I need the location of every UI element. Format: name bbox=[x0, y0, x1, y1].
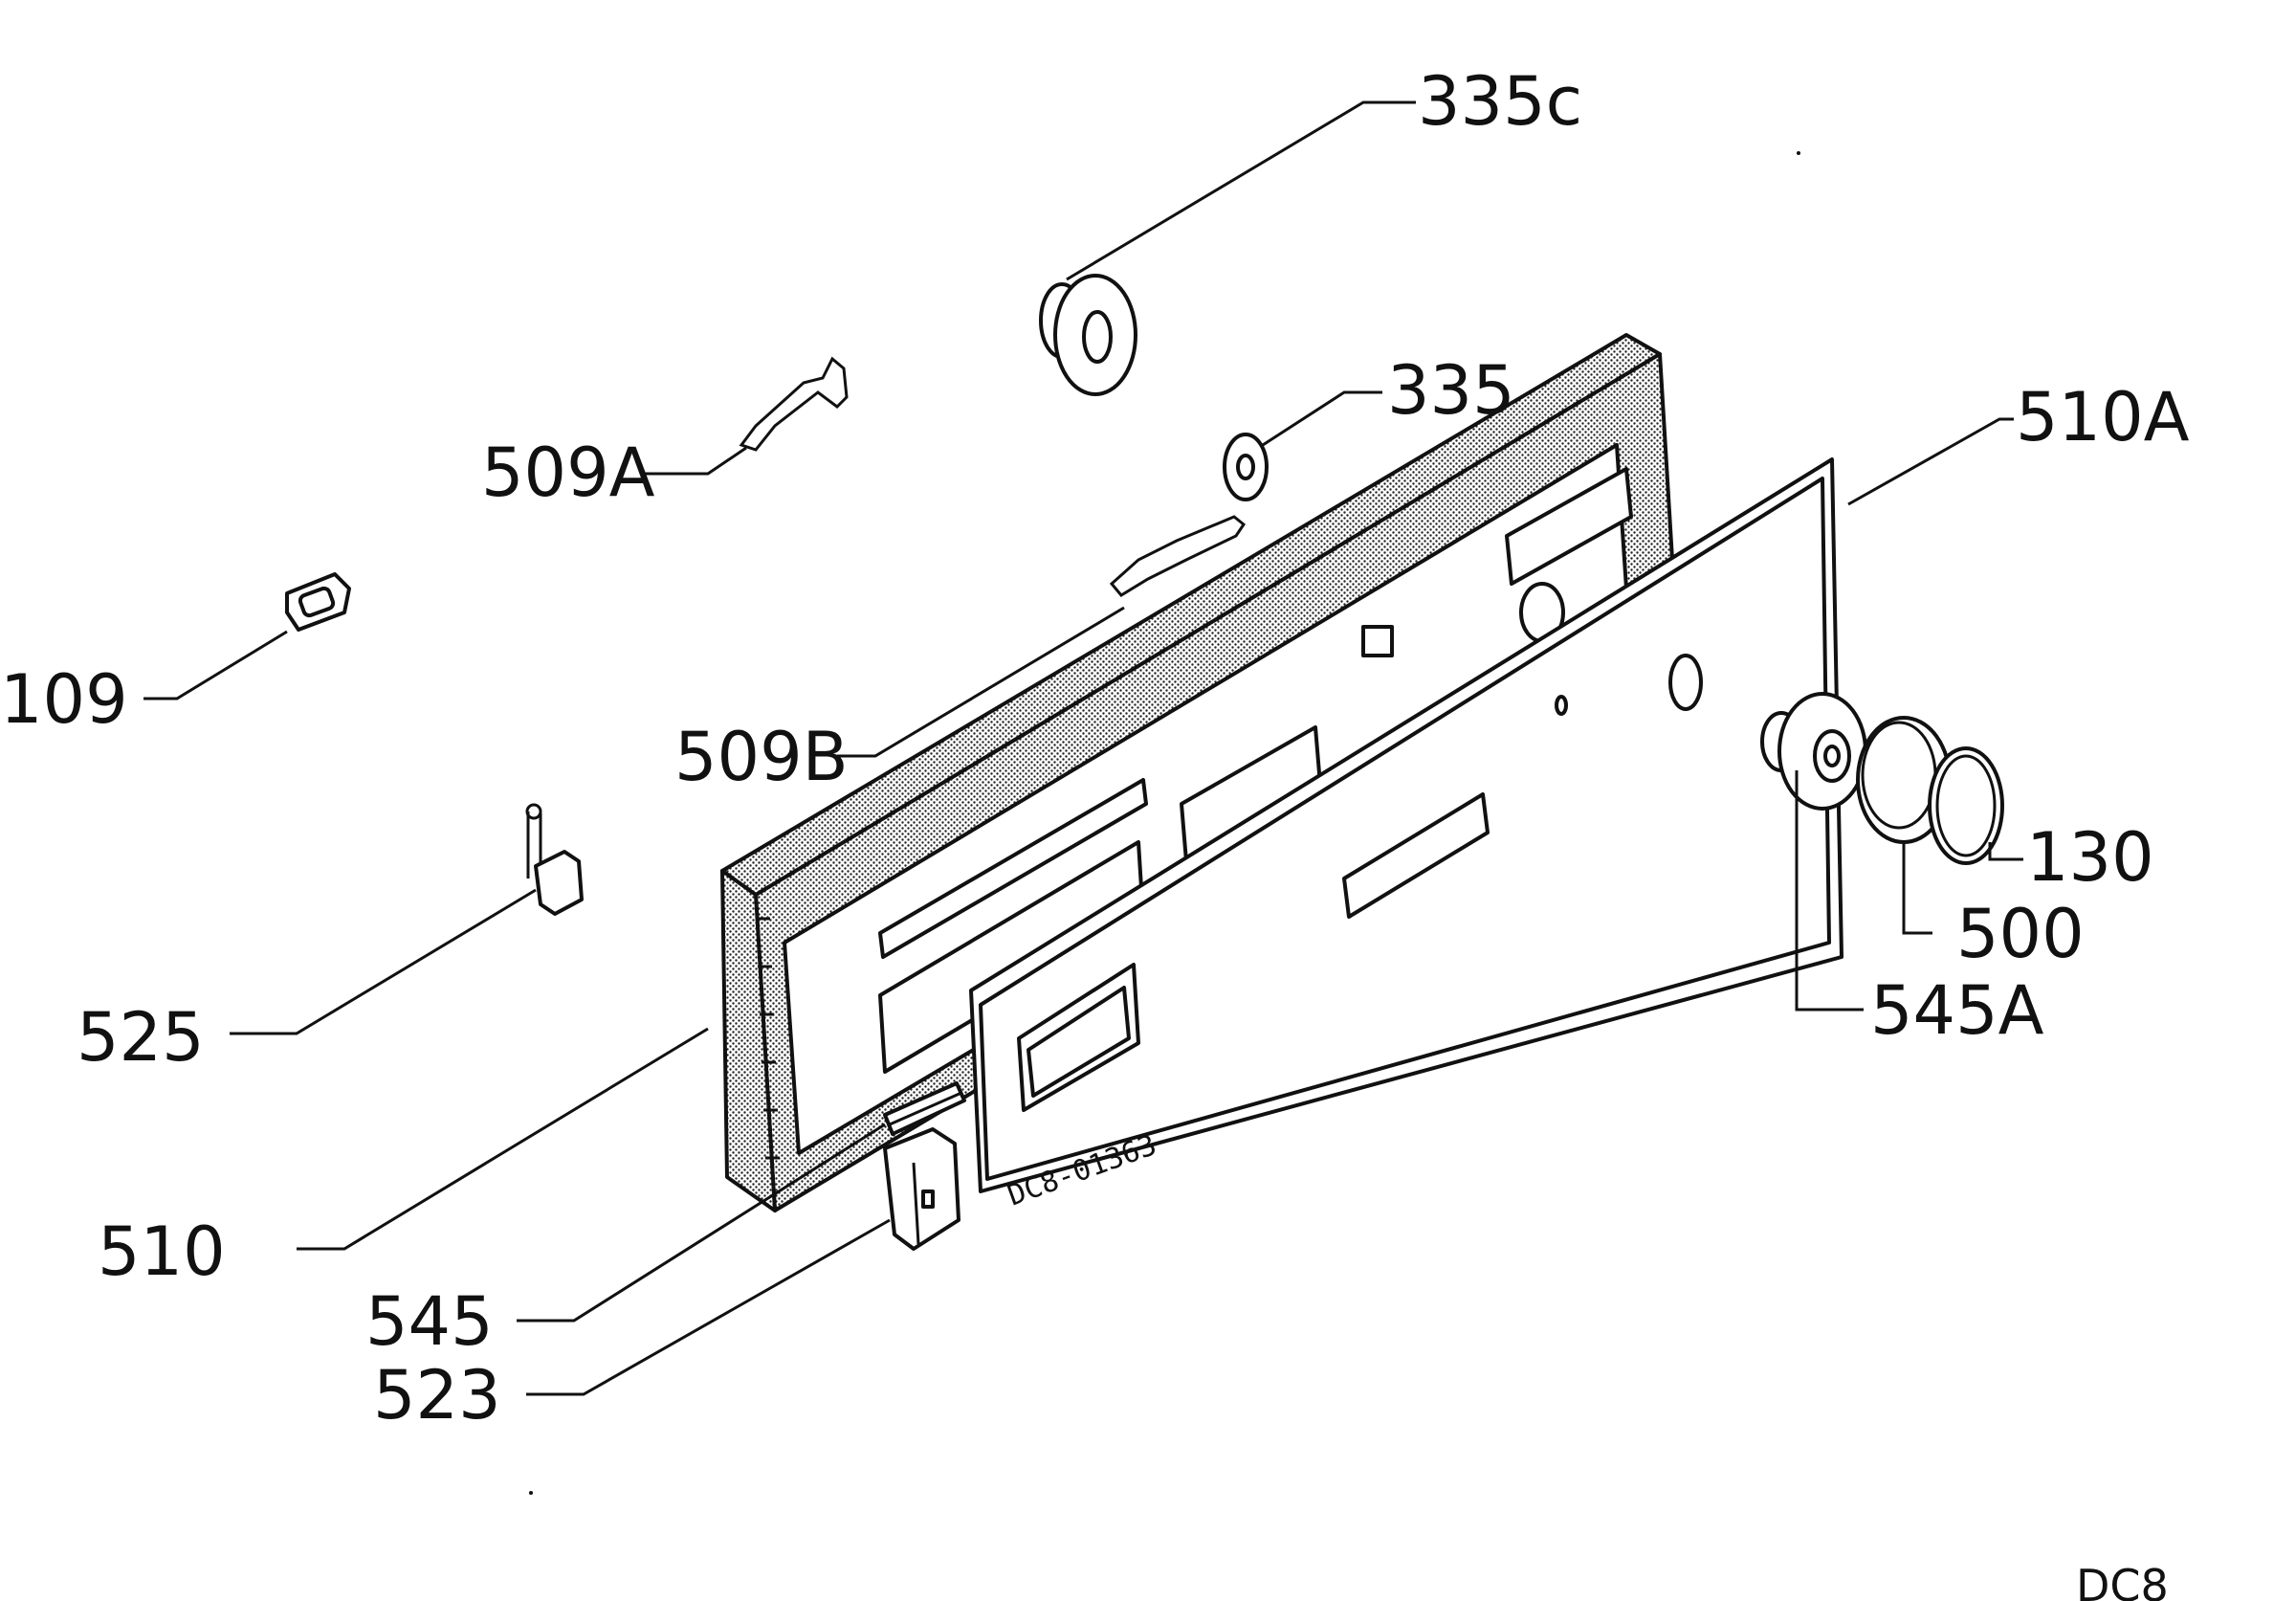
leader-lines bbox=[144, 100, 2023, 1396]
button-cap-109 bbox=[285, 572, 351, 632]
callout-510: 510 bbox=[98, 1212, 226, 1291]
callout-500: 500 bbox=[1956, 895, 2085, 973]
spring-clip-509a bbox=[739, 356, 849, 452]
callout-510a: 510A bbox=[2016, 378, 2190, 456]
scan-speck bbox=[1797, 151, 1800, 155]
callout-335c: 335c bbox=[1418, 62, 1582, 141]
strip-545 bbox=[883, 1081, 966, 1136]
callout-labels: 335c 335 510A 509A 109 509B 130 500 545A… bbox=[0, 62, 2190, 1601]
sheet-code: DC8 bbox=[2076, 1560, 2169, 1601]
callout-509a: 509A bbox=[481, 434, 655, 512]
callout-523: 523 bbox=[373, 1356, 501, 1434]
spring-clip-509b bbox=[1109, 515, 1247, 597]
callout-545a: 545A bbox=[1870, 971, 2044, 1050]
callout-109: 109 bbox=[0, 660, 128, 739]
callout-525: 525 bbox=[77, 998, 205, 1077]
program-knob-335c bbox=[1039, 274, 1137, 396]
switch-523 bbox=[883, 1127, 960, 1251]
ring-130 bbox=[1928, 746, 2004, 865]
front-fascia-panel-510a: DC8-01363 bbox=[969, 457, 1843, 1213]
drive-gear-335 bbox=[1223, 433, 1269, 501]
callout-335: 335 bbox=[1387, 351, 1515, 430]
control-housing-510 bbox=[720, 333, 1681, 1212]
scan-speck bbox=[529, 1491, 533, 1495]
callout-545: 545 bbox=[365, 1282, 494, 1361]
callout-509b: 509B bbox=[674, 718, 849, 796]
callout-130: 130 bbox=[2026, 818, 2154, 897]
switch-525 bbox=[525, 803, 584, 916]
